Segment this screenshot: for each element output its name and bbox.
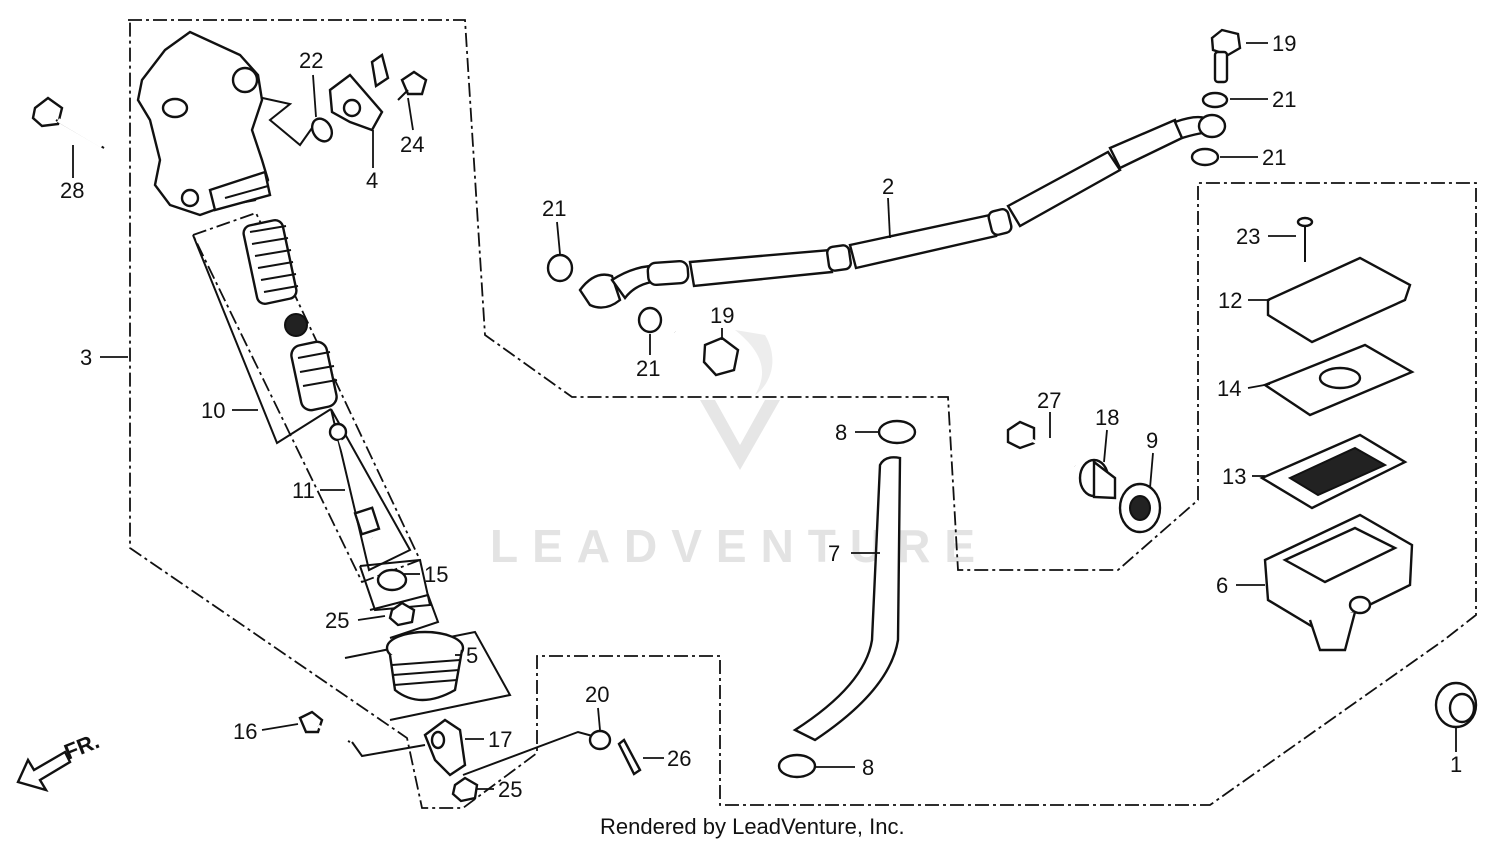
- washer-21-b: [1190, 147, 1220, 167]
- callout-9: 9: [1146, 428, 1158, 453]
- diaphragm-13: [1259, 433, 1408, 510]
- callout-6: 6: [1216, 573, 1228, 598]
- brake-hose-2: [578, 113, 1227, 309]
- footer-credit: Rendered by LeadVenture, Inc.: [600, 814, 905, 839]
- callout-labels: 28 3 22 4 24 10 11 15 25 5 16 17 25 20 2…: [60, 31, 1462, 802]
- push-rod-11: [328, 422, 381, 539]
- nut-25-upper: [388, 601, 416, 627]
- hose-clamp-8-lower: [777, 753, 817, 779]
- front-direction-arrow: FR.: [16, 728, 103, 792]
- callout-16: 16: [233, 719, 257, 744]
- nut-25-lower: [451, 776, 479, 803]
- callout-8-lower: 8: [862, 755, 874, 780]
- callout-21-upper: 21: [1272, 87, 1296, 112]
- leader-lines: [72, 42, 1457, 790]
- hose-clamp-8-upper: [877, 419, 917, 445]
- washer-20: [588, 729, 612, 751]
- boot-5: [385, 630, 465, 702]
- cotter-pin-26: [617, 738, 642, 776]
- reservoir-6: [1263, 513, 1414, 652]
- screw-24: [397, 70, 428, 101]
- callout-25-lower: 25: [498, 777, 522, 802]
- callout-12: 12: [1218, 288, 1242, 313]
- reservoir-cap-12: [1266, 256, 1412, 344]
- grommet-9: [1118, 482, 1162, 534]
- callout-19-lower: 19: [710, 303, 734, 328]
- screw-27: [1006, 420, 1076, 468]
- washer-21-a: [1201, 91, 1229, 109]
- callout-4: 4: [366, 168, 378, 193]
- washer-21-d: [637, 306, 663, 334]
- watermark: LEADVENTURE: [490, 330, 989, 572]
- bolt-16: [298, 710, 351, 743]
- callout-24: 24: [400, 132, 424, 157]
- callout-13: 13: [1222, 464, 1246, 489]
- diaphragm-plate-14: [1262, 343, 1415, 417]
- screw-23: [1296, 216, 1314, 262]
- piston-spring-10: [242, 219, 338, 412]
- watermark-text: LEADVENTURE: [490, 520, 989, 572]
- callout-28: 28: [60, 178, 84, 203]
- callout-27: 27: [1037, 388, 1061, 413]
- clevis-17: [423, 718, 467, 777]
- callout-20: 20: [585, 682, 609, 707]
- banjo-bolt-19-upper: [1210, 28, 1242, 84]
- collar-18: [1078, 458, 1117, 500]
- callout-3: 3: [80, 345, 92, 370]
- callout-10: 10: [201, 398, 225, 423]
- callout-26: 26: [667, 746, 691, 771]
- callout-23: 23: [1236, 224, 1260, 249]
- grommet-1: [1434, 681, 1478, 729]
- callout-8-upper: 8: [835, 420, 847, 445]
- callout-11: 11: [292, 478, 315, 503]
- callout-14: 14: [1217, 376, 1241, 401]
- reservoir-hose-7: [792, 456, 902, 742]
- washer-15: [376, 568, 408, 592]
- callout-21-middle: 21: [636, 356, 660, 381]
- o-ring-22: [310, 117, 334, 143]
- callout-2: 2: [882, 174, 894, 199]
- bolt-28: [31, 96, 105, 149]
- callout-22: 22: [299, 48, 323, 73]
- callout-21-right: 21: [1262, 145, 1286, 170]
- master-cylinder-body: [136, 30, 272, 217]
- callout-17: 17: [488, 727, 512, 752]
- banjo-bolt-19-lower: [673, 329, 740, 377]
- callout-7: 7: [828, 541, 840, 566]
- callout-18: 18: [1095, 405, 1119, 430]
- callout-25-upper: 25: [325, 608, 349, 633]
- washer-21-c: [546, 253, 574, 283]
- callout-19-upper: 19: [1272, 31, 1296, 56]
- callout-15: 15: [424, 562, 448, 587]
- joint-4: [328, 53, 390, 132]
- callout-5: 5: [466, 643, 478, 668]
- callout-1: 1: [1450, 752, 1462, 777]
- callout-21-left: 21: [542, 196, 566, 221]
- front-marker-label: FR.: [61, 728, 103, 764]
